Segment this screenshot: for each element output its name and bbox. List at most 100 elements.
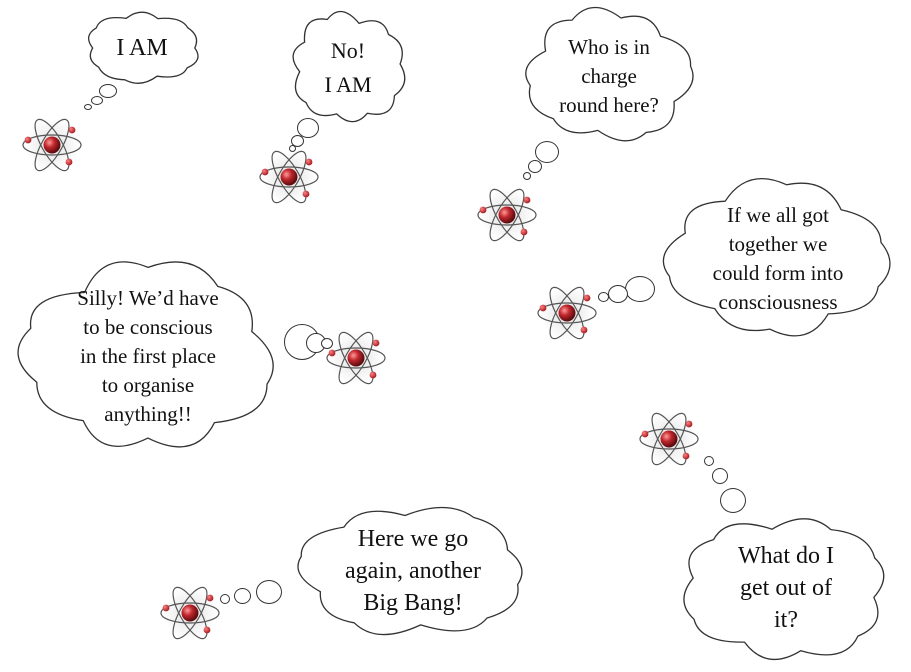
cloud-outline <box>297 506 523 636</box>
atom-icon <box>534 280 600 346</box>
atom-icon <box>157 580 223 646</box>
atom-icon <box>636 406 702 472</box>
thought-cloud-1: I AM <box>76 8 208 88</box>
thought-cloud-2: No! I AM <box>284 6 412 130</box>
electron <box>24 136 32 144</box>
thought-cloud-3: Who is in charge round here? <box>513 2 705 150</box>
electron <box>479 206 487 214</box>
cloud-outline <box>292 10 406 123</box>
thought-bubble <box>720 488 746 513</box>
electron <box>162 604 170 612</box>
thought-text: in the first place <box>80 343 216 368</box>
thought-text: If we all got <box>726 203 830 227</box>
thought-text: Who is in <box>568 34 650 59</box>
cloud-outline <box>683 518 885 661</box>
thought-text: I AM <box>324 72 372 97</box>
electron <box>580 326 588 334</box>
thought-bubble <box>712 468 728 484</box>
thought-bubble <box>608 285 628 303</box>
orbit <box>651 412 687 466</box>
cloud-outline <box>662 177 891 337</box>
thought-bubble <box>91 96 103 105</box>
thought-text: to organise <box>101 372 195 397</box>
atom-icon <box>19 112 85 178</box>
orbit <box>651 412 687 466</box>
electron <box>203 626 211 634</box>
electron <box>372 339 380 347</box>
thought-bubble <box>704 456 714 466</box>
thought-text: it? <box>774 607 798 633</box>
electron <box>583 294 591 302</box>
nucleus <box>498 206 516 224</box>
orbit <box>160 602 220 624</box>
thought-bubble <box>99 84 117 98</box>
orbit <box>338 331 374 385</box>
thought-bubble <box>625 276 655 302</box>
thought-cloud-7: What do I get out of it? <box>666 508 906 668</box>
thought-text: consciousness <box>718 290 838 314</box>
orbit <box>271 150 307 204</box>
nucleus <box>43 136 61 154</box>
thought-text: round here? <box>559 92 659 117</box>
electron <box>65 158 73 166</box>
orbit <box>22 134 82 156</box>
thought-bubble <box>234 588 251 604</box>
thought-text: Big Bang! <box>363 590 463 616</box>
electron <box>328 349 336 357</box>
thought-bubble <box>321 338 333 349</box>
thought-bubble <box>256 580 282 604</box>
electron <box>682 452 690 460</box>
thought-bubble <box>289 145 296 152</box>
thought-bubble <box>220 594 230 604</box>
nucleus <box>181 604 199 622</box>
thought-text: Silly! We’d have <box>77 285 219 310</box>
orbit <box>172 586 208 640</box>
thought-bubble <box>84 104 92 110</box>
orbit <box>549 286 585 340</box>
thought-text: to be conscious <box>83 314 213 339</box>
orbit <box>326 347 386 369</box>
thought-bubble <box>598 292 609 302</box>
thought-bubble <box>535 141 559 163</box>
thought-text: Here we go <box>357 526 469 552</box>
thought-text: anything!! <box>104 401 192 426</box>
electron <box>68 126 76 134</box>
thought-bubble <box>523 172 531 180</box>
thought-text: get out of <box>740 575 832 601</box>
thought-text: together we <box>728 232 828 256</box>
orbit <box>34 118 70 172</box>
cloud-outline <box>88 11 199 84</box>
thought-text: could form into <box>712 261 844 285</box>
electron <box>369 371 377 379</box>
electron <box>685 420 693 428</box>
thought-text: I AM <box>116 34 168 61</box>
orbit <box>537 302 597 324</box>
atom-icon <box>474 182 540 248</box>
thought-cloud-4: If we all got together we could form int… <box>648 172 908 346</box>
orbit <box>489 188 525 242</box>
electron <box>206 594 214 602</box>
thought-text: No! <box>330 38 366 63</box>
orbit <box>477 204 537 226</box>
electron <box>641 430 649 438</box>
nucleus <box>558 304 576 322</box>
electron <box>302 190 310 198</box>
thought-text: What do I <box>738 543 834 569</box>
atom-icon <box>323 325 389 391</box>
nucleus <box>660 430 678 448</box>
electron <box>523 196 531 204</box>
thought-text: again, another <box>345 558 481 584</box>
orbit <box>271 150 307 204</box>
electron <box>520 228 528 236</box>
thought-cloud-6: Here we go again, another Big Bang! <box>278 498 548 644</box>
orbit <box>172 586 208 640</box>
thought-bubble <box>528 160 542 173</box>
orbit <box>639 428 699 450</box>
nucleus <box>347 349 365 367</box>
thought-bubble <box>291 135 304 147</box>
electron <box>539 304 547 312</box>
nucleus <box>280 168 298 186</box>
electron <box>305 158 313 166</box>
cloud-outline <box>17 261 274 448</box>
atom-icon <box>256 144 322 210</box>
